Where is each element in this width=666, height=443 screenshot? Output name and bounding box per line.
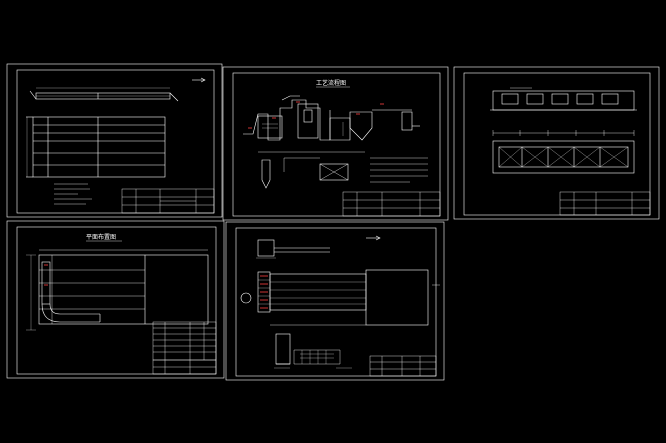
- profile-view: [29, 87, 179, 102]
- sheet-4-title: 平面布置图: [86, 233, 116, 241]
- title-block: [559, 191, 651, 216]
- site-plan: [26, 249, 209, 331]
- north-arrow-icon: [366, 235, 381, 241]
- notes-block: [54, 183, 92, 205]
- red-markers: [260, 275, 268, 309]
- lower-equipment: [258, 151, 365, 189]
- sheet-3[interactable]: [453, 66, 660, 220]
- title-block: [342, 191, 441, 217]
- sheet-4[interactable]: 平面布置图: [6, 220, 225, 379]
- plan-table: [26, 116, 166, 178]
- sheet-2-title: 工艺流程图: [316, 79, 346, 87]
- section-views: [274, 333, 352, 369]
- elevation-view: [490, 87, 637, 111]
- sheet-5[interactable]: [225, 221, 445, 381]
- top-component: [256, 239, 330, 259]
- plan-view: [492, 140, 635, 174]
- dimension-line: [492, 130, 635, 136]
- red-markers: [44, 264, 48, 286]
- title-block: [121, 188, 215, 214]
- tank-plan: [240, 269, 440, 326]
- sheet-1[interactable]: [6, 63, 223, 218]
- notes-block: [370, 157, 428, 183]
- sheet-2[interactable]: 工艺流程图: [222, 66, 449, 221]
- title-block: [152, 359, 217, 375]
- process-diagram: [243, 95, 420, 141]
- north-arrow-icon: [192, 77, 206, 83]
- title-block: [369, 355, 437, 377]
- red-markers: [248, 101, 384, 129]
